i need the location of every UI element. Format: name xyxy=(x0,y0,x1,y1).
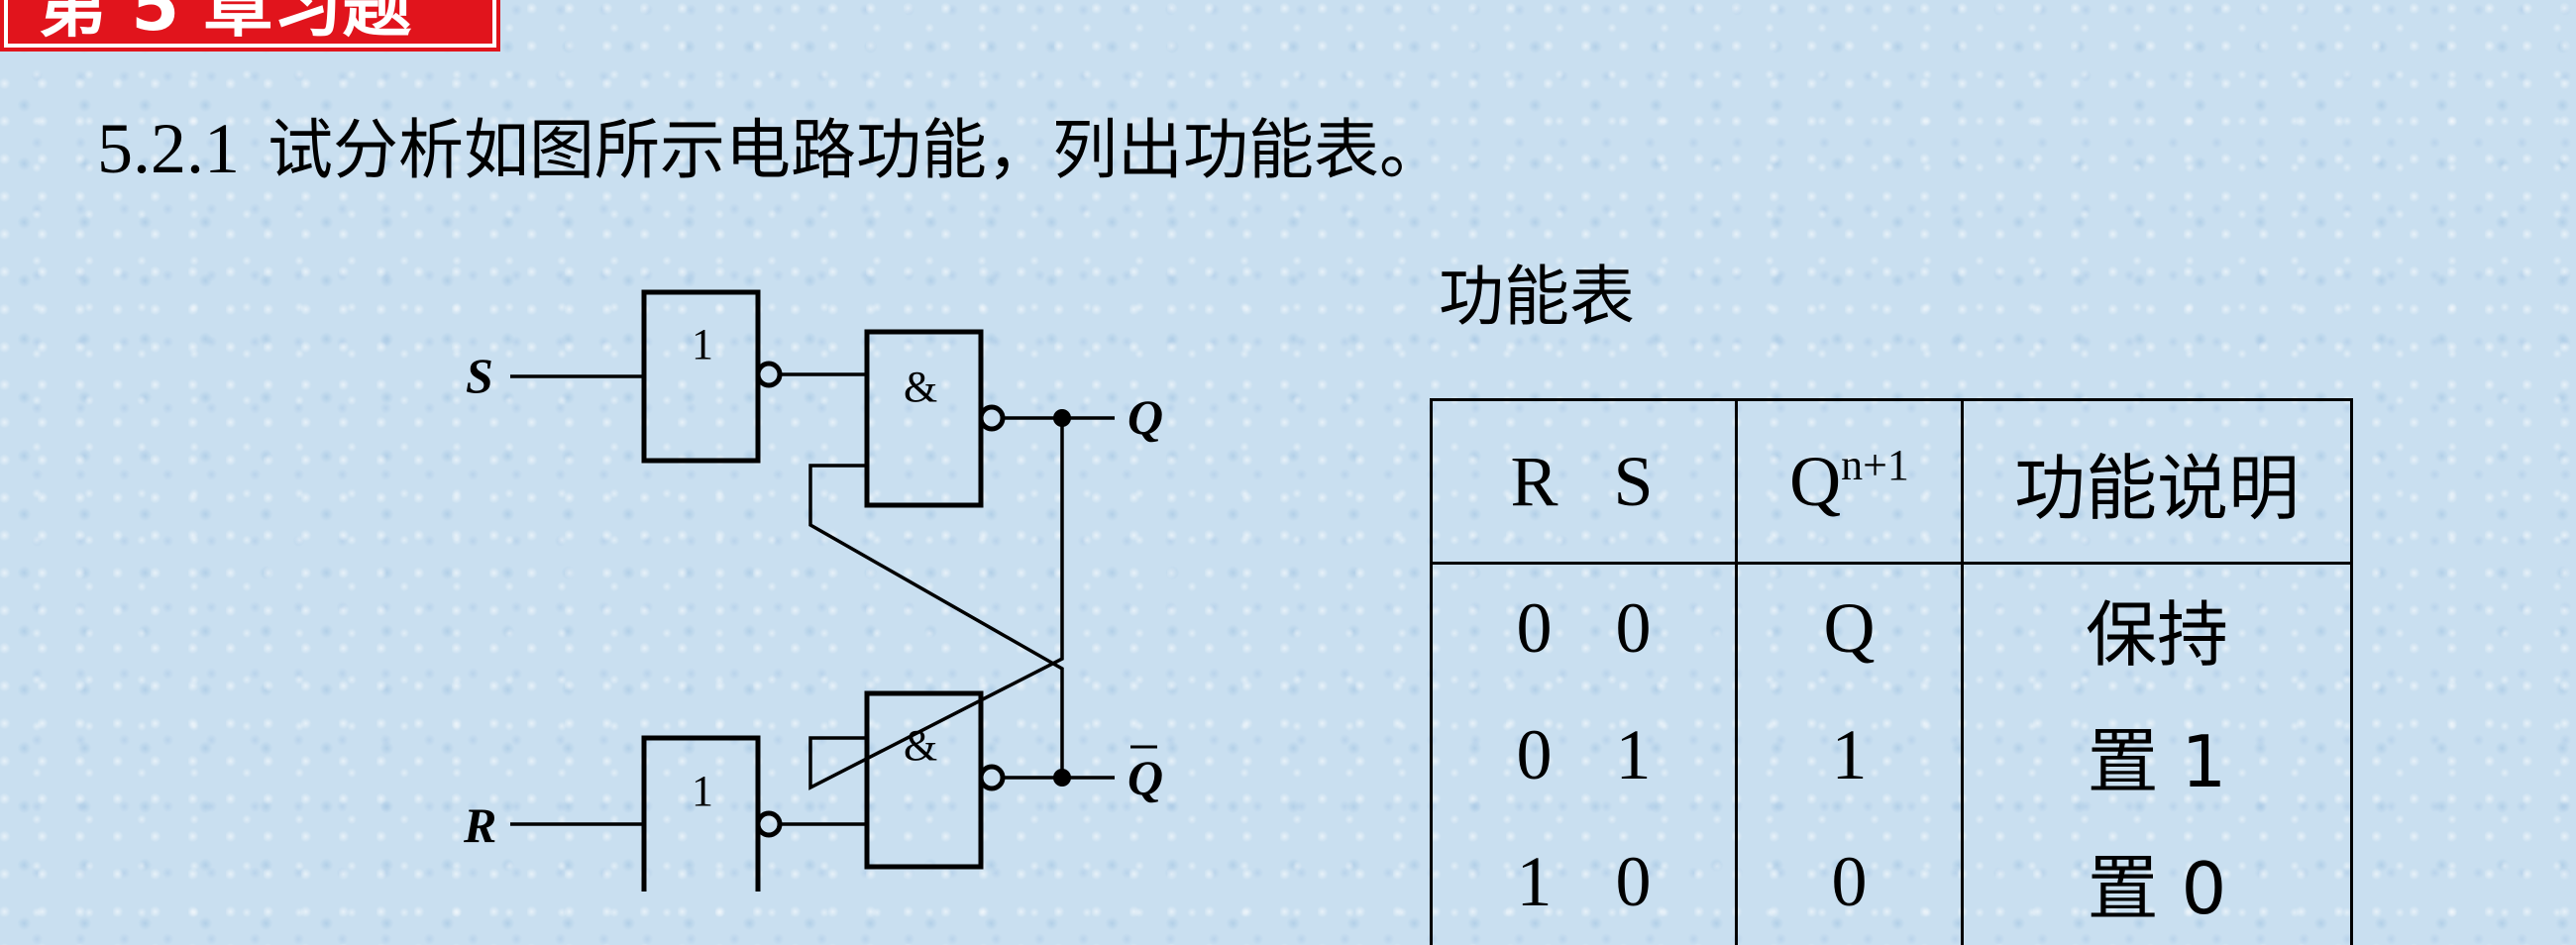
nand-gate-top-bubble xyxy=(978,404,1006,432)
cell-desc: 置 1 xyxy=(1961,691,2353,818)
cell-s: 0 xyxy=(1615,841,1652,921)
header-q-next: Qn+1 xyxy=(1735,398,1964,565)
chapter-banner: 第 5 章习题 xyxy=(0,0,500,52)
cell-r: 1 xyxy=(1516,841,1553,921)
input-label-s: S xyxy=(466,348,493,403)
not-gate-bottom-bubble xyxy=(755,810,783,838)
cell-q: 1 xyxy=(1735,691,1964,818)
wire-feedback-q xyxy=(808,418,1064,790)
header-r: R xyxy=(1510,441,1558,521)
nand-gate-bottom xyxy=(864,690,984,870)
gate-label-not-top: 1 xyxy=(692,320,713,368)
header-desc: 功能说明 xyxy=(1961,398,2353,565)
chapter-label: 第 5 章习题 xyxy=(4,0,496,48)
nand-gate-bottom-bubble xyxy=(978,764,1006,791)
gate-label-nand-bottom: & xyxy=(904,721,937,770)
junction-qbar xyxy=(1053,769,1071,787)
header-q-base: Q xyxy=(1789,442,1842,521)
not-gate-top xyxy=(641,289,761,464)
not-gate-top-bubble xyxy=(755,361,783,388)
nand-gate-top xyxy=(864,329,984,508)
cell-r: 0 xyxy=(1516,587,1553,668)
gate-label-not-bottom: 1 xyxy=(692,767,713,815)
input-label-r: R xyxy=(463,797,496,853)
cell-s: 1 xyxy=(1615,714,1652,794)
rs-latch-circuit-diagram: 1 & & 1 S R Q Q xyxy=(463,289,1163,892)
header-s: S xyxy=(1613,441,1654,521)
problem-statement: 5.2.1 试分析如图所示电路功能，列出功能表。 xyxy=(97,99,1445,200)
junction-q xyxy=(1053,409,1071,427)
cell-q: 0 xyxy=(1735,818,1964,945)
cell-r: 0 xyxy=(1516,714,1553,794)
output-label-qbar: Q xyxy=(1127,750,1163,805)
output-label-q: Q xyxy=(1127,389,1163,445)
problem-number: 5.2.1 xyxy=(97,109,240,188)
cell-desc: 置 0 xyxy=(1961,818,2353,945)
problem-text: 试分析如图所示电路功能，列出功能表。 xyxy=(268,112,1445,188)
function-table-caption: 功能表 xyxy=(1439,259,1635,335)
cell-q: Q xyxy=(1735,563,1964,691)
wire-feedback-qbar xyxy=(808,464,1064,778)
cell-desc: 保持 xyxy=(1961,563,2353,691)
cell-s: 0 xyxy=(1615,587,1652,668)
header-q-sup: n+1 xyxy=(1841,441,1909,489)
gate-label-nand-top: & xyxy=(904,363,937,411)
